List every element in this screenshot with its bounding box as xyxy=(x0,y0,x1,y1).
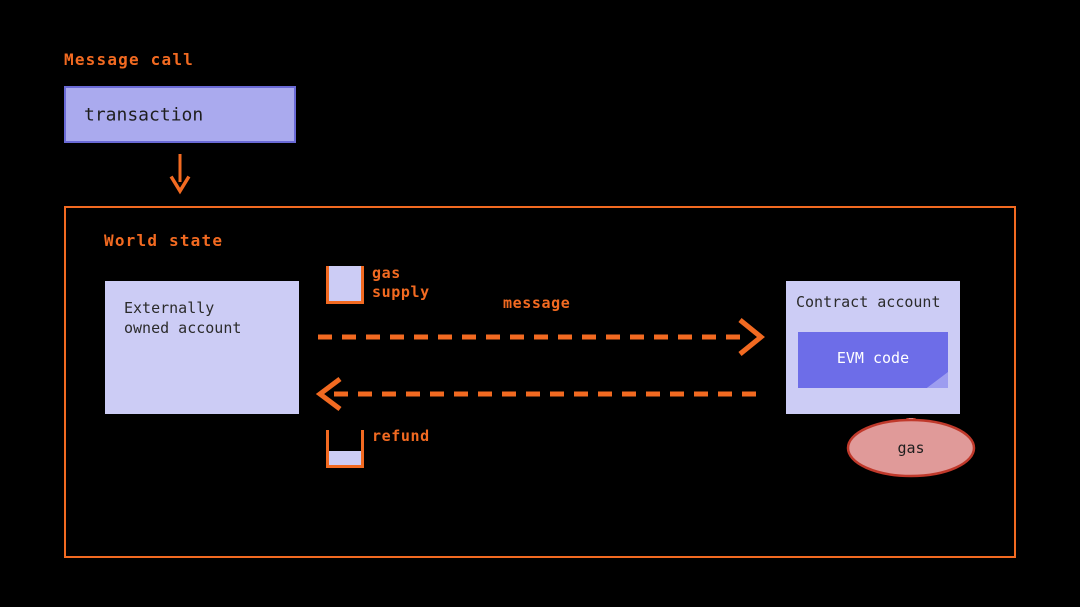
world-state-container xyxy=(64,206,1016,558)
contract-account-label: Contract account xyxy=(796,293,941,311)
evm-code-label: EVM code xyxy=(836,349,910,367)
gas-bubble-ellipse-icon xyxy=(846,409,976,478)
refund-beaker-icon xyxy=(326,430,364,468)
externally-owned-account-label: Externally owned account xyxy=(124,299,242,337)
gas-supply-beaker-fill xyxy=(329,266,361,301)
contract-account-box: Contract account EVM code xyxy=(786,281,960,414)
transaction-box: transaction xyxy=(64,86,296,143)
externally-owned-account-box: Externally owned account xyxy=(105,281,299,414)
transaction-label: transaction xyxy=(84,104,204,125)
gas-bubble-label: gas xyxy=(897,439,925,457)
message-call-heading: Message call xyxy=(64,50,194,69)
evm-code-box: EVM code xyxy=(798,332,948,388)
message-arrow-label: message xyxy=(503,294,571,312)
world-state-heading: World state xyxy=(104,231,224,250)
transaction-down-arrow-icon xyxy=(169,154,191,195)
gas-supply-label: gas supply xyxy=(372,264,430,301)
refund-beaker-fill xyxy=(329,451,361,465)
refund-label: refund xyxy=(372,427,430,445)
gas-bubble: gas xyxy=(846,409,976,478)
gas-supply-beaker-icon xyxy=(326,266,364,304)
